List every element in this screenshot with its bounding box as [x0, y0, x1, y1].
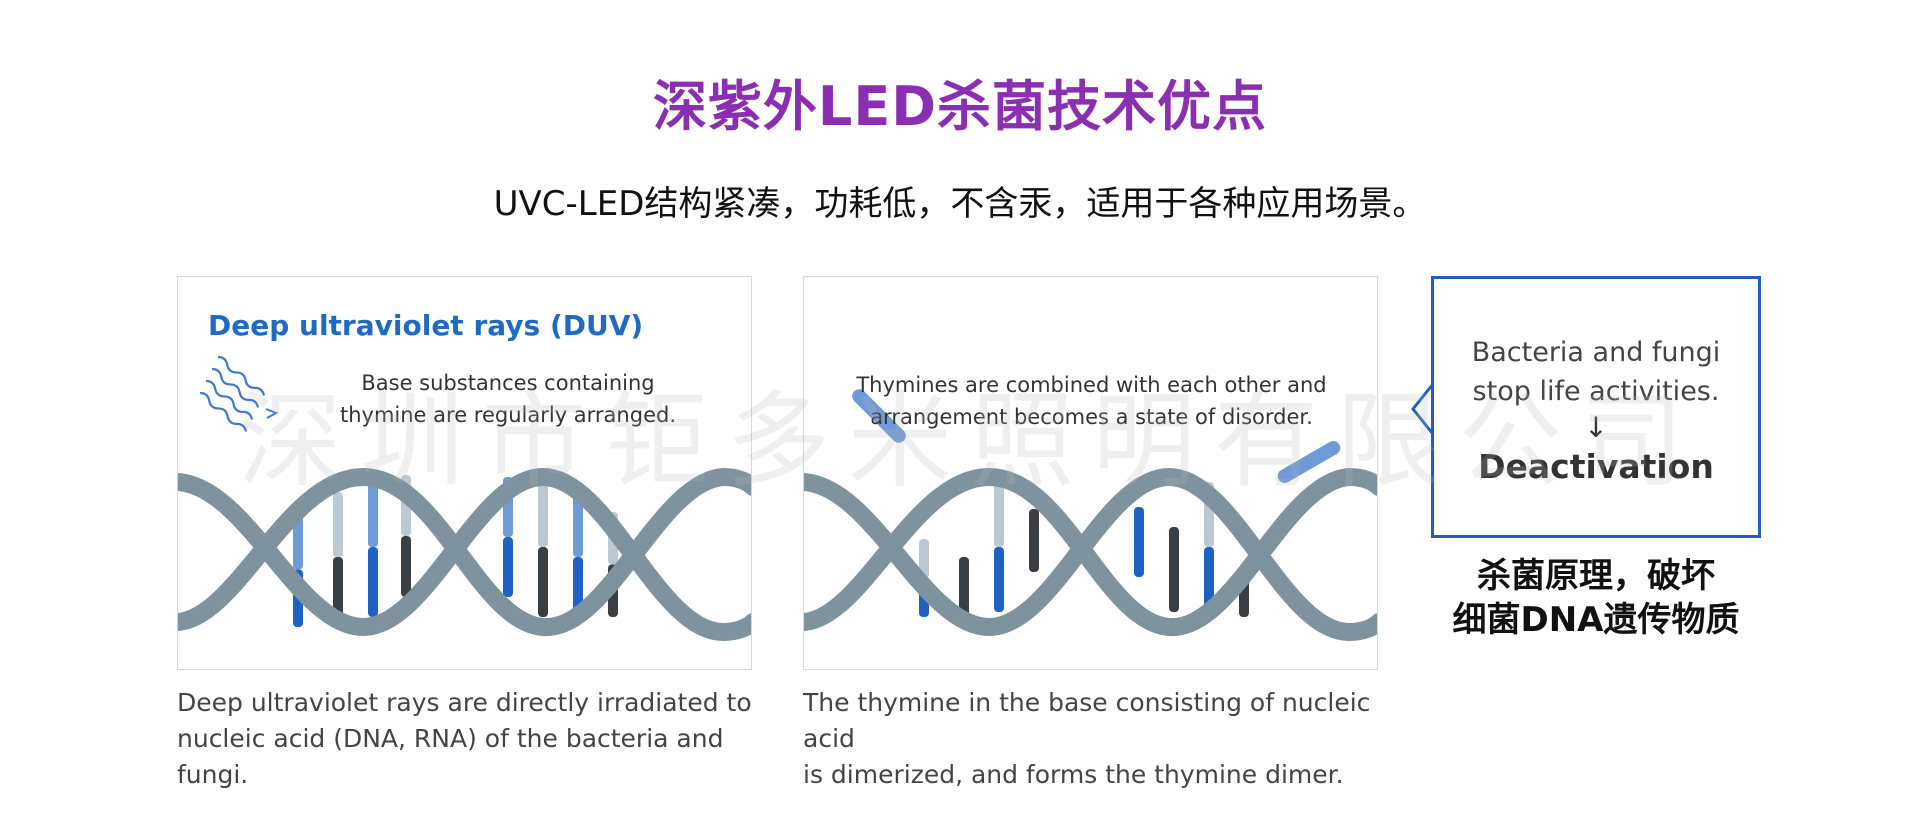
- page-title: 深紫外LED杀菌技术优点: [652, 75, 1268, 138]
- deactivation-callout: Bacteria and fungi stop life activities.…: [1431, 276, 1761, 538]
- dna-backbone-2: [804, 467, 1377, 642]
- dna-helix-diagram-1: [178, 355, 751, 642]
- panel-text-disorder: Thymines are combined with each other an…: [844, 369, 1339, 433]
- panel-text-line: thymine are regularly arranged.: [339, 403, 676, 427]
- base-pair-bar: [1169, 527, 1179, 612]
- callout-line: stop life activities.: [1472, 376, 1720, 407]
- base-pair-bar: [1134, 507, 1144, 577]
- caption-dimer: The thymine in the base consisting of nu…: [803, 685, 1403, 793]
- deactivation-label: Deactivation: [1478, 447, 1714, 486]
- caption-line: nucleic acid (DNA, RNA) of the bacteria …: [177, 724, 724, 789]
- down-arrow-icon: ↓: [1584, 411, 1608, 444]
- panel-heading-duv: Deep ultraviolet rays (DUV): [208, 309, 644, 342]
- panel-text-bases: Base substances containing thymine are r…: [328, 367, 688, 431]
- principle-line: 细菌DNA遗传物质: [1452, 600, 1740, 640]
- base-pair-bar: [368, 547, 378, 617]
- caption-line: The thymine in the base consisting of nu…: [803, 688, 1371, 753]
- base-pair-bar: [333, 492, 343, 557]
- base-pair-bar: [994, 547, 1004, 612]
- principle-line: 杀菌原理，破坏: [1477, 556, 1715, 596]
- dna-backbone-1: [178, 467, 751, 642]
- base-pair-bar: [1204, 547, 1214, 612]
- base-pair-bar: [503, 537, 513, 597]
- base-pair-bar: [293, 512, 303, 570]
- dna-helix-diagram-2: [804, 389, 1377, 642]
- base-pair-bar: [368, 477, 378, 547]
- panel-text-line: Base substances containing: [361, 371, 655, 395]
- panel-text-line: arrangement becomes a state of disorder.: [870, 405, 1313, 429]
- base-pair-bar: [959, 557, 969, 622]
- base-pair-bar: [538, 547, 548, 617]
- base-pair-bar: [919, 539, 929, 578]
- panel-text-line: Thymines are combined with each other an…: [856, 373, 1327, 397]
- base-pair-bar: [401, 536, 411, 597]
- base-pair-bar: [573, 492, 583, 557]
- callout-text: Bacteria and fungi stop life activities.: [1434, 333, 1758, 411]
- broken-base-fragment: [852, 389, 1341, 483]
- panel-thymine-dimer: Thymines are combined with each other an…: [803, 276, 1378, 670]
- base-pair-bar: [1029, 509, 1039, 572]
- base-pair-bar: [333, 557, 343, 622]
- base-pair-bar: [538, 477, 548, 547]
- uv-rays-icon: [199, 355, 279, 432]
- page-subtitle: UVC-LED结构紧凑，功耗低，不含汞，适用于各种应用场景。: [493, 184, 1427, 224]
- panel-duv-irradiation: Deep ultraviolet rays (DUV) Base substan…: [177, 276, 752, 670]
- caption-line: is dimerized, and forms the thymine dime…: [803, 760, 1344, 789]
- base-pair-bar: [994, 482, 1004, 547]
- sterilization-principle: 杀菌原理，破坏 细菌DNA遗传物质: [1420, 554, 1772, 642]
- caption-duv: Deep ultraviolet rays are directly irrad…: [177, 685, 777, 793]
- callout-line: Bacteria and fungi: [1471, 337, 1721, 368]
- callout-notch: [1411, 384, 1435, 434]
- caption-line: Deep ultraviolet rays are directly irrad…: [177, 688, 752, 717]
- dna-bases-1: [293, 475, 618, 627]
